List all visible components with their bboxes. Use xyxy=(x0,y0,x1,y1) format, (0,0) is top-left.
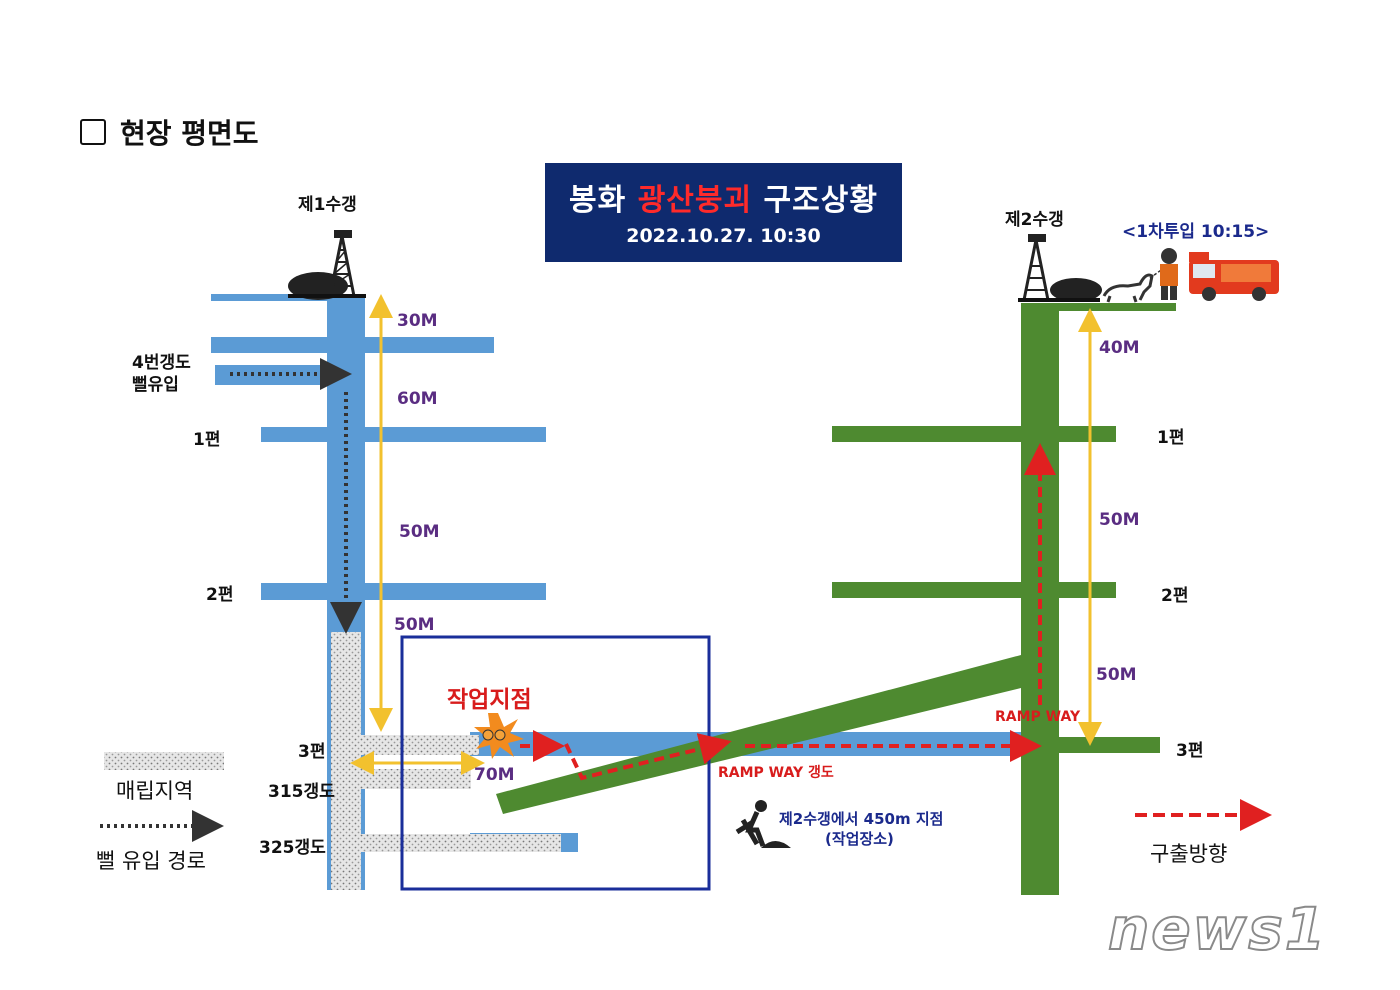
distance-label: 50M xyxy=(1096,665,1137,685)
work-location-line2: (작업장소) xyxy=(825,830,894,848)
distance-label: 30M xyxy=(397,311,438,331)
title-banner: 봉화 광산붕괴 구조상황 2022.10.27. 10:30 xyxy=(545,163,902,262)
distance-label: 50M xyxy=(1099,510,1140,530)
watermark-logo: news1 xyxy=(1107,894,1328,964)
legend-mud-label: 뻘 유입 경로 xyxy=(96,849,206,873)
ramp-way-label: RAMP WAY xyxy=(995,709,1081,725)
landfill-325 xyxy=(361,834,561,852)
level3-right xyxy=(1040,737,1160,753)
distance-label-70m: 70M xyxy=(474,765,515,785)
rescue-route-2 xyxy=(564,733,732,781)
distance-label: 50M xyxy=(394,615,435,635)
checkbox-icon xyxy=(80,119,106,145)
landfill-shaft xyxy=(331,632,361,890)
legend-rescue-label: 구출방향 xyxy=(1150,842,1228,866)
level3-right-label: 3편 xyxy=(1176,741,1204,761)
headframe-icon-left xyxy=(288,230,366,300)
shaft1-label: 제1수갱 xyxy=(298,195,357,215)
worker-icon xyxy=(735,800,791,848)
level2-right-label: 2편 xyxy=(1161,586,1189,606)
shaft2-label: 제2수갱 xyxy=(1005,210,1064,230)
shaft2-structure xyxy=(496,303,1176,895)
page-title-text: 현장 평면도 xyxy=(120,117,259,150)
level1-left xyxy=(261,427,546,442)
surface-line-right xyxy=(1021,303,1176,311)
t315-label: 315갱도 xyxy=(268,782,335,802)
level1-left-label: 1편 xyxy=(193,430,221,450)
distance-label: 40M xyxy=(1099,338,1140,358)
distance-label: 50M xyxy=(399,522,440,542)
ramp-way-tunnel-label: RAMP WAY 갱도 xyxy=(718,765,834,781)
banner-highlight: 광산붕괴 xyxy=(637,183,753,218)
legend-landfill-label: 매립지역 xyxy=(116,779,194,803)
level1-right-label: 1편 xyxy=(1157,428,1185,448)
banner-suffix: 구조상황 xyxy=(763,183,878,218)
level2-left xyxy=(261,583,546,600)
legend-landfill-swatch xyxy=(104,752,224,770)
work-site-label: 작업지점 xyxy=(447,687,532,713)
level1-right xyxy=(832,426,1116,442)
landfill-level3 xyxy=(361,735,479,755)
banner-datetime: 2022.10.27. 10:30 xyxy=(626,225,821,247)
firefighter-icon xyxy=(1160,248,1178,300)
fire-truck-icon xyxy=(1189,252,1279,301)
level3-left-label: 3편 xyxy=(298,742,326,762)
headframe-icon-right xyxy=(1018,234,1102,302)
level-30m xyxy=(211,337,494,353)
banner-title: 봉화 광산붕괴 구조상황 xyxy=(545,175,902,219)
work-location-line1: 제2수갱에서 450m 지점 xyxy=(779,810,944,828)
collapse-burst-icon xyxy=(474,713,524,759)
distance-label: 60M xyxy=(397,389,438,409)
t325-label: 325갱도 xyxy=(259,838,326,858)
level2-left-label: 2편 xyxy=(206,585,234,605)
banner-prefix: 봉화 xyxy=(569,183,627,218)
dispatch-label: <1차투입 10:15> xyxy=(1122,222,1270,242)
ramp-way xyxy=(496,655,1021,814)
tunnel4-label: 4번갱도 뻘유입 xyxy=(132,353,191,395)
landfill-315 xyxy=(361,769,471,789)
level2-right xyxy=(832,582,1116,598)
rescue-dog-icon xyxy=(1102,267,1165,303)
page-title: 현장 평면도 xyxy=(80,112,259,152)
